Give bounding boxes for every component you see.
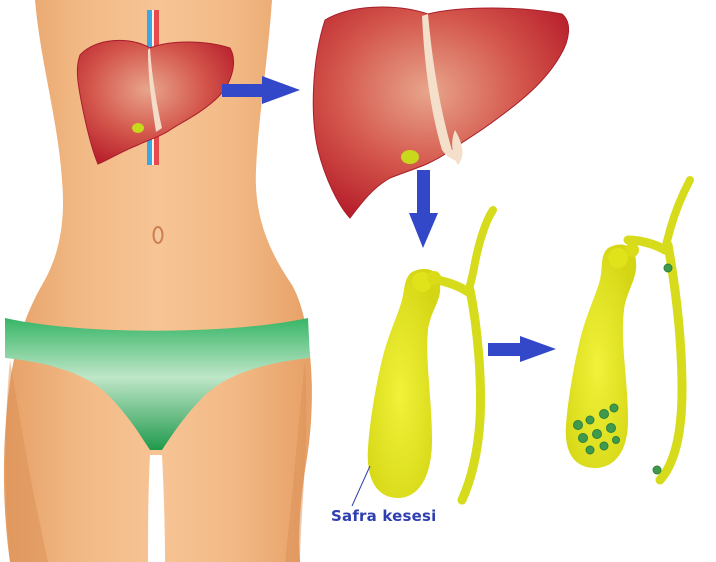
gallstone xyxy=(593,430,602,439)
arrow-down-icon xyxy=(409,170,438,248)
gallstone xyxy=(586,446,594,454)
gallstone xyxy=(653,466,661,474)
gallbladder-on-liver xyxy=(401,150,419,164)
gallstone xyxy=(579,434,588,443)
gallstone xyxy=(607,424,616,433)
gallstone xyxy=(574,421,583,430)
gallbladder-small xyxy=(132,123,144,133)
liver-enlarged xyxy=(313,7,568,218)
gallstone xyxy=(600,410,609,419)
gallstone xyxy=(600,442,608,450)
inner-leg-gap xyxy=(148,455,165,562)
gallstone xyxy=(586,416,594,424)
common-bile-duct xyxy=(462,290,481,500)
caption-leader xyxy=(352,466,370,506)
cystic-duct xyxy=(438,280,468,292)
gallstone xyxy=(664,264,672,272)
gallbladder-body xyxy=(368,269,440,498)
gallstone xyxy=(610,404,618,412)
gallbladder-healthy xyxy=(368,210,493,500)
hepatic-duct-stones xyxy=(665,180,690,250)
navel xyxy=(154,227,163,243)
hepatic-duct xyxy=(468,210,493,292)
common-bile-duct-stones xyxy=(660,245,682,480)
gallbladder-caption: Safra kesesi xyxy=(331,507,437,525)
arrow-right-icon xyxy=(488,336,556,362)
gallbladder-with-stones xyxy=(566,180,690,480)
gallstone xyxy=(613,437,620,444)
